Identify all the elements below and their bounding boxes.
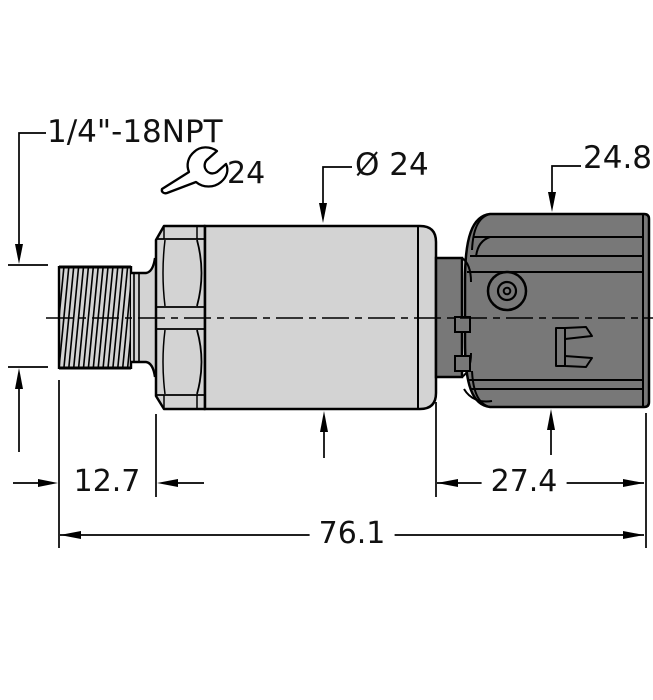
connector-height-label: 24.8 — [583, 140, 653, 176]
latch-clip-icon — [555, 326, 593, 368]
eyelet-icon — [486, 270, 528, 312]
leader-lines — [15, 132, 581, 458]
overall-length-dimension: 76.1 — [309, 519, 395, 549]
connector — [434, 212, 651, 409]
drawing-linework — [8, 132, 653, 548]
body-diameter-label: Ø 24 — [355, 147, 429, 183]
thread-spec-label: 1/4"-18NPT — [47, 114, 223, 150]
port-length-dimension: 12.7 — [73, 464, 141, 499]
wrench-size-label: 24 — [227, 156, 266, 191]
connector-length-dimension: 27.4 — [481, 467, 567, 497]
wrench-icon — [160, 146, 229, 195]
